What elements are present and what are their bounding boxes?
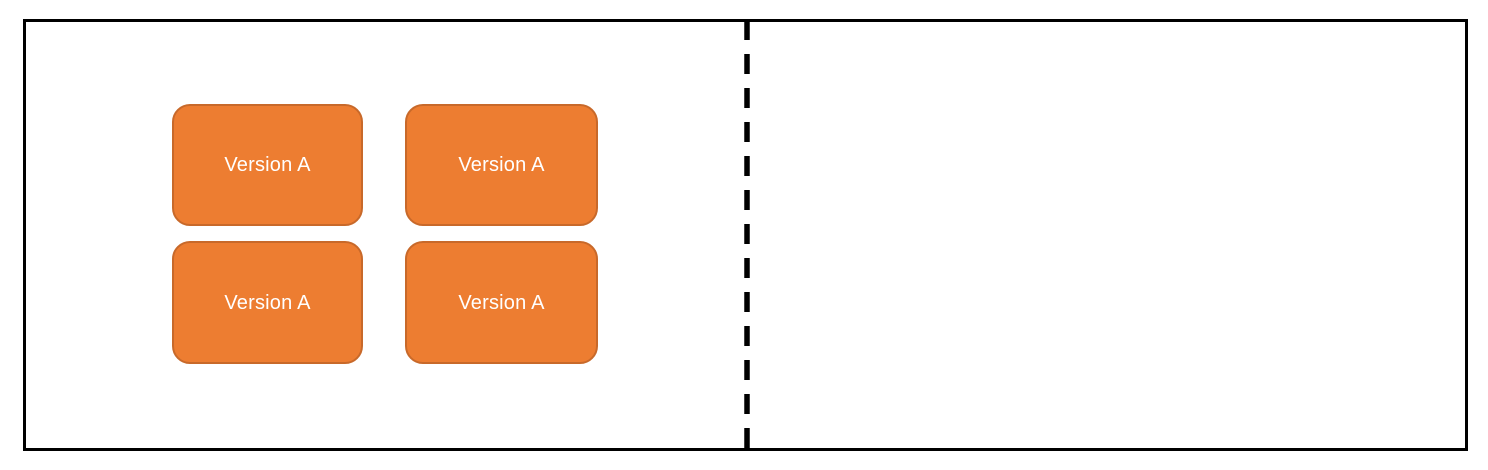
version-a-shape[interactable]: Version A bbox=[405, 241, 598, 364]
version-a-shape[interactable]: Version A bbox=[172, 104, 363, 226]
version-a-label: Version A bbox=[224, 154, 311, 176]
version-a-shape[interactable]: Version A bbox=[405, 104, 598, 226]
version-a-shape[interactable]: Version A bbox=[172, 241, 363, 364]
version-a-label: Version A bbox=[224, 291, 311, 314]
version-a-label: Version A bbox=[458, 291, 545, 314]
version-a-label: Version A bbox=[458, 154, 545, 176]
slide-frame bbox=[23, 19, 1468, 451]
